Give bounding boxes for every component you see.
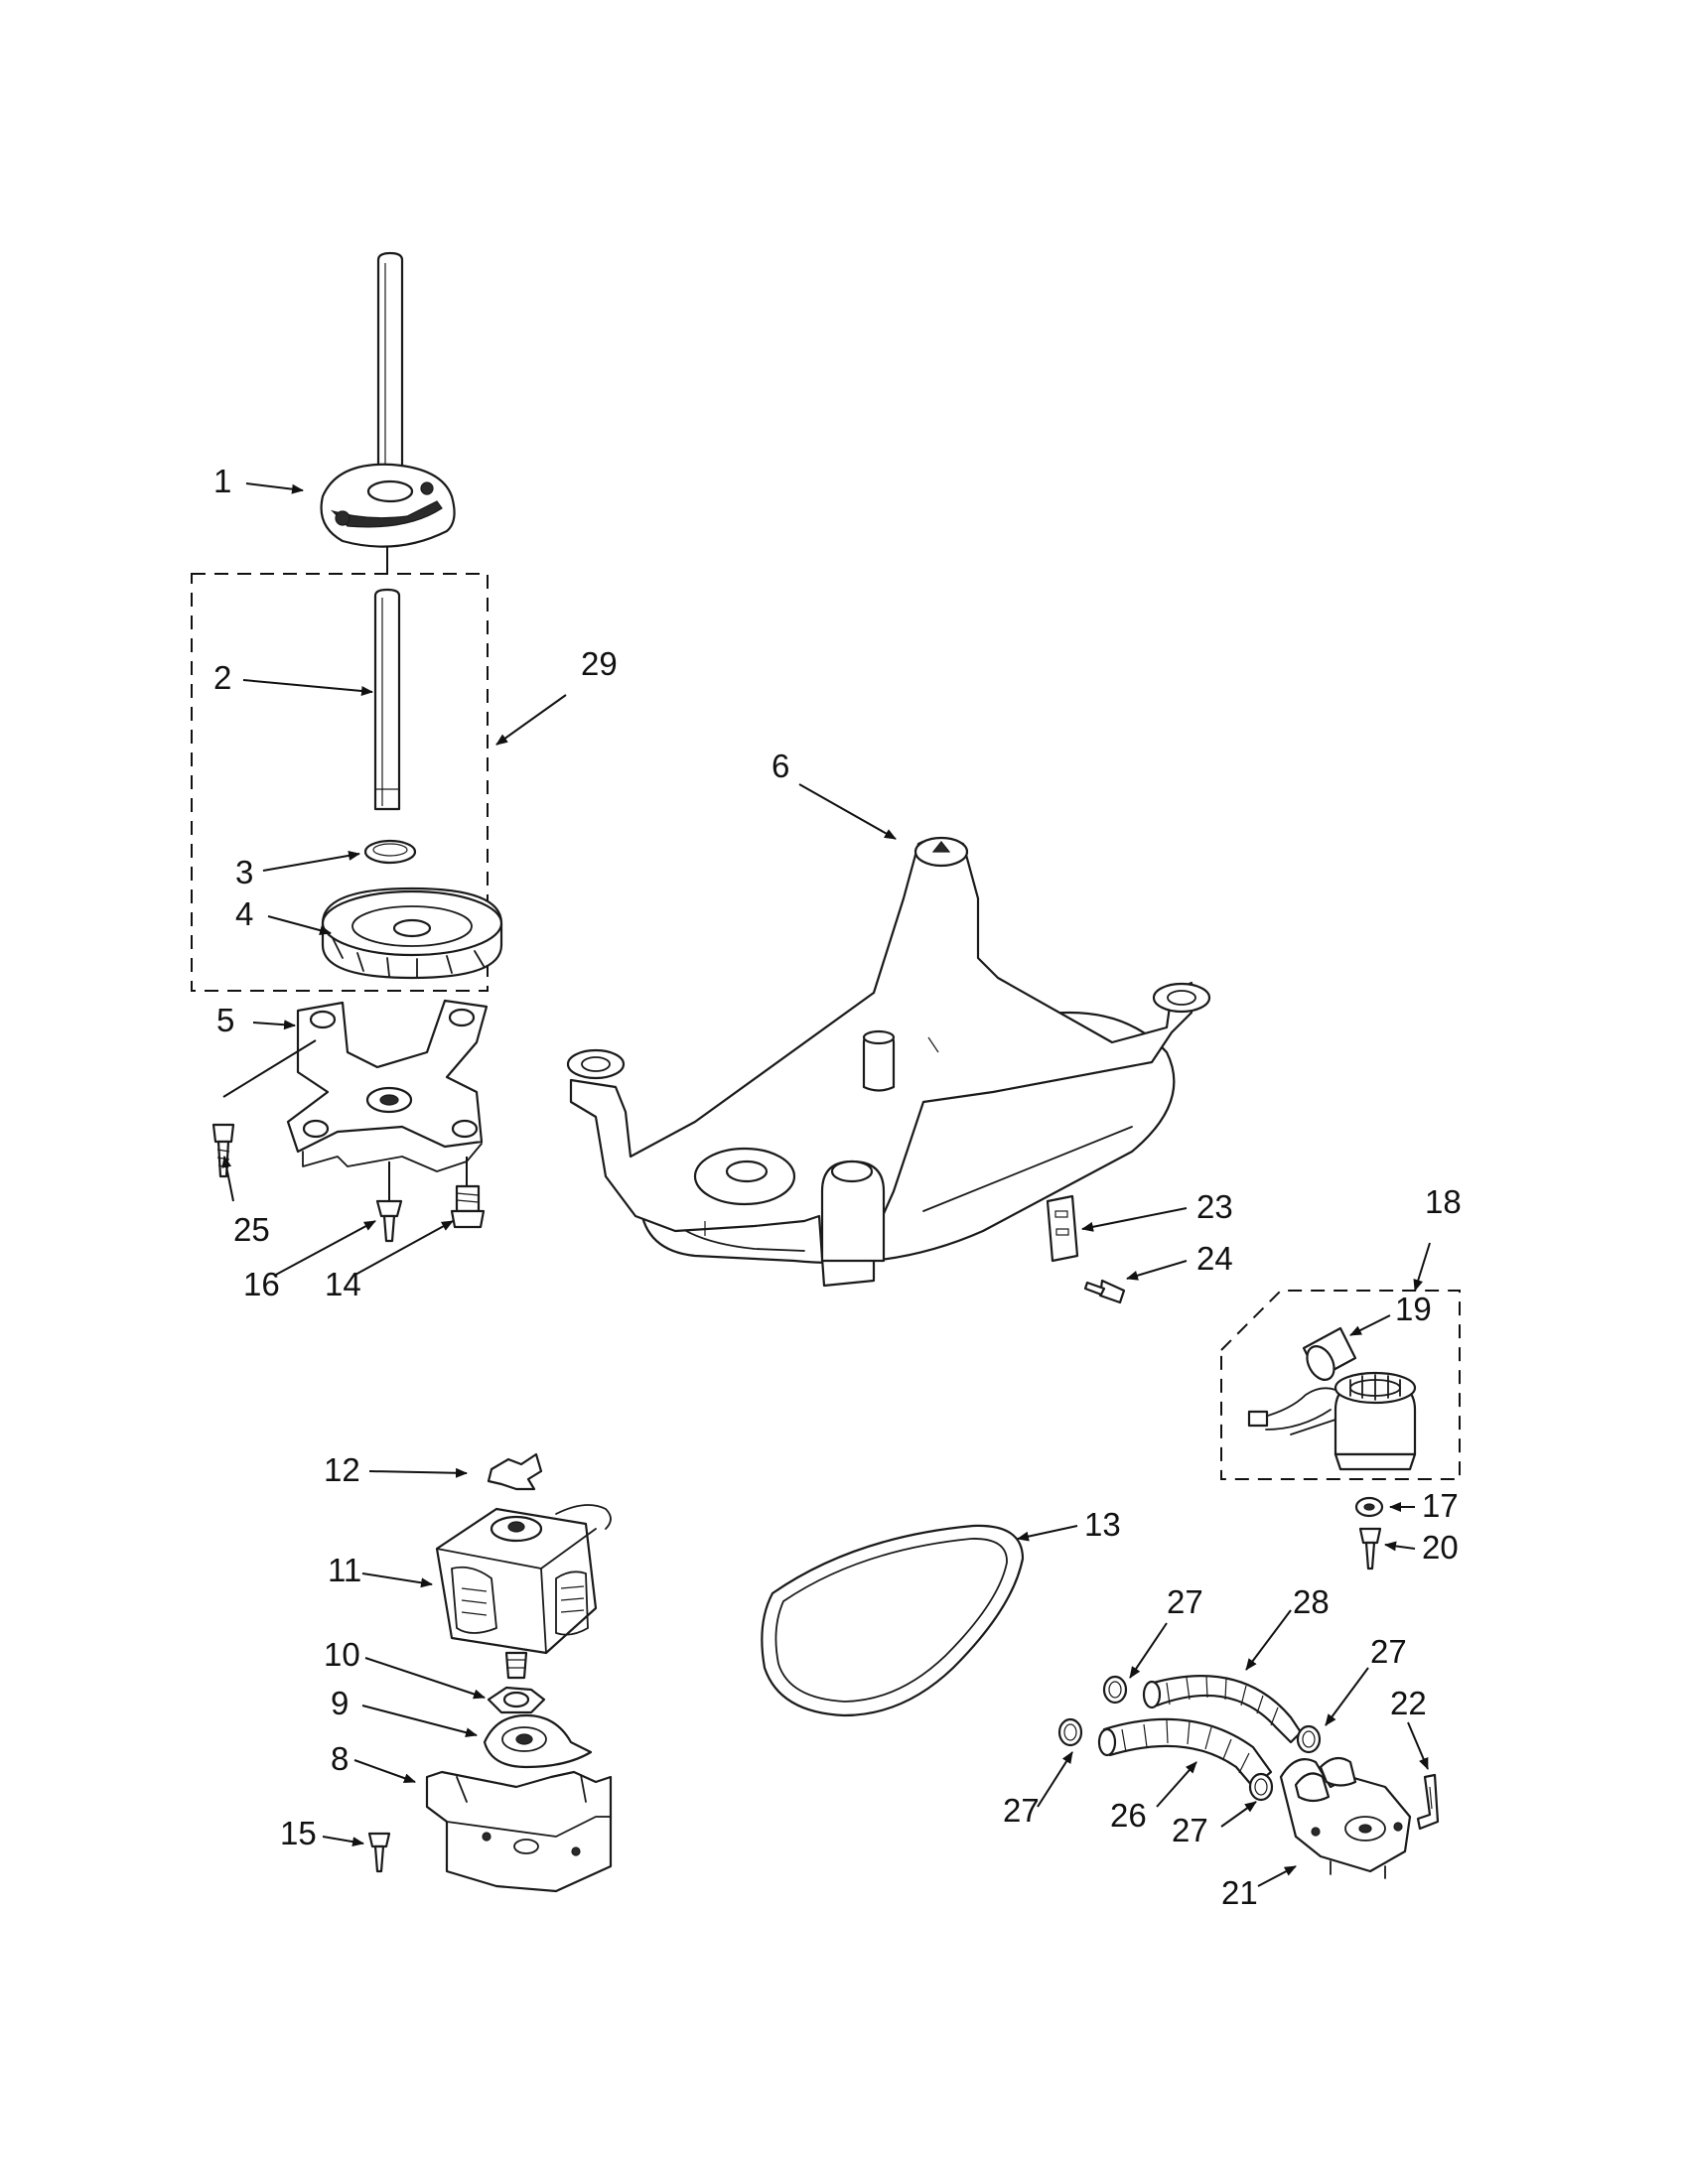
callout-10: 10 xyxy=(324,1636,360,1673)
callout-12: 12 xyxy=(324,1451,360,1488)
part-28-hose xyxy=(1142,1675,1303,1744)
part-11-motor xyxy=(435,1504,612,1680)
callout-13: 13 xyxy=(1084,1506,1121,1543)
leader-lines xyxy=(221,482,1431,1887)
part-24-screw xyxy=(1083,1279,1126,1304)
callout-18: 18 xyxy=(1425,1183,1462,1220)
part-2-shaft xyxy=(373,588,401,811)
callout-24: 24 xyxy=(1196,1240,1233,1277)
callout-6: 6 xyxy=(772,748,789,784)
part-9-drive-plate xyxy=(483,1713,593,1769)
part-23-clip xyxy=(1046,1194,1079,1263)
callout-28: 28 xyxy=(1293,1583,1330,1620)
callout-25: 25 xyxy=(233,1211,270,1248)
part-29-assembly-box xyxy=(191,573,489,992)
part-10-coupler xyxy=(487,1686,546,1714)
part-15-screw xyxy=(367,1832,391,1873)
part-5-bracket xyxy=(222,999,489,1201)
callout-9: 9 xyxy=(331,1685,349,1721)
part-6-base-assembly xyxy=(566,836,1211,1288)
callout-20: 20 xyxy=(1422,1529,1459,1566)
part-14-stud xyxy=(450,1184,486,1229)
part-27-clamp-b xyxy=(1296,1724,1322,1754)
callout-27-a: 27 xyxy=(1167,1583,1203,1620)
part-18-assembly-box xyxy=(1220,1290,1461,1480)
callout-16: 16 xyxy=(243,1266,280,1302)
part-17-nut xyxy=(1354,1496,1384,1518)
callout-14: 14 xyxy=(325,1266,361,1302)
callout-22: 22 xyxy=(1390,1685,1427,1721)
callout-4: 4 xyxy=(235,895,253,932)
callout-15: 15 xyxy=(280,1815,317,1851)
part-21-pump xyxy=(1279,1756,1412,1879)
part-1-drive-shaft-clutch xyxy=(320,251,456,574)
part-26-hose xyxy=(1097,1717,1273,1789)
callout-27-d: 27 xyxy=(1172,1812,1208,1848)
callout-2: 2 xyxy=(213,659,231,696)
callout-labels: 1 2 3 4 5 6 8 9 10 11 12 13 14 15 16 17 … xyxy=(213,463,1462,1911)
part-27-clamp-c xyxy=(1057,1717,1083,1747)
part-16-screw xyxy=(375,1199,403,1243)
part-4-pulley xyxy=(321,887,503,980)
part-25-screw xyxy=(211,1123,235,1178)
part-27-clamp-a xyxy=(1102,1675,1128,1705)
callout-5: 5 xyxy=(216,1002,234,1038)
part-19-capacitor xyxy=(1302,1326,1357,1381)
part-27-clamp-d xyxy=(1248,1772,1274,1802)
part-20-screw xyxy=(1358,1527,1382,1570)
callout-21: 21 xyxy=(1221,1874,1258,1911)
callout-11: 11 xyxy=(328,1552,361,1588)
callout-3: 3 xyxy=(235,854,253,890)
part-12-clip xyxy=(487,1452,543,1491)
part-8-motor-shield xyxy=(425,1770,613,1893)
part-3-retaining-ring xyxy=(363,839,417,865)
callout-19: 19 xyxy=(1395,1291,1432,1327)
callout-23: 23 xyxy=(1196,1188,1233,1225)
callout-27-b: 27 xyxy=(1370,1633,1407,1670)
callout-8: 8 xyxy=(331,1740,349,1777)
callout-17: 17 xyxy=(1422,1487,1459,1524)
part-22-clip xyxy=(1416,1773,1440,1831)
part-18-motor-switch xyxy=(1247,1371,1417,1471)
part-13-drive-belt xyxy=(761,1524,1025,1717)
callout-1: 1 xyxy=(213,463,231,499)
callout-29: 29 xyxy=(581,645,618,682)
callout-27-c: 27 xyxy=(1003,1792,1040,1829)
callout-26: 26 xyxy=(1110,1797,1147,1834)
